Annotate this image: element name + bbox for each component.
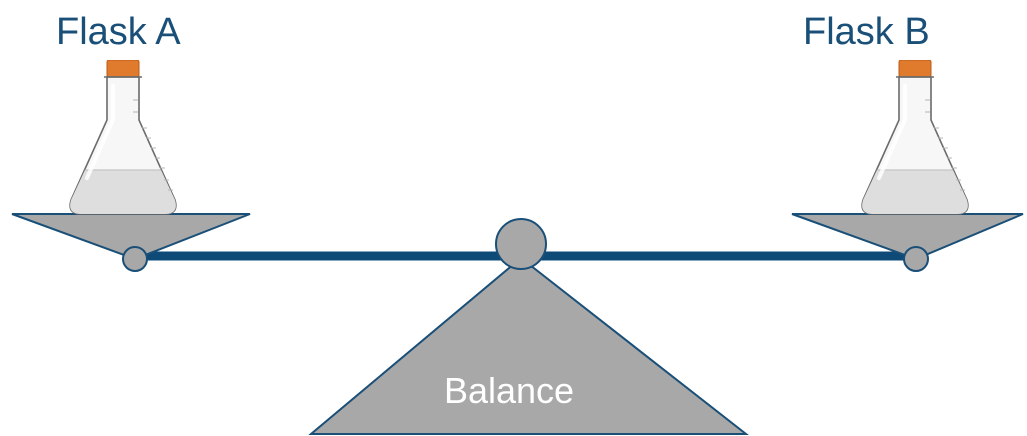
flask-b-icon xyxy=(860,60,970,216)
flask-a-label: Flask A xyxy=(56,11,181,53)
flask-a-icon xyxy=(68,60,178,216)
flask-b-label: Flask B xyxy=(803,11,930,53)
left-beam-knob xyxy=(122,246,148,272)
fulcrum-pivot xyxy=(495,218,547,270)
balance-label: Balance xyxy=(443,370,575,411)
right-beam-knob xyxy=(903,246,929,272)
balance-base xyxy=(308,256,749,435)
